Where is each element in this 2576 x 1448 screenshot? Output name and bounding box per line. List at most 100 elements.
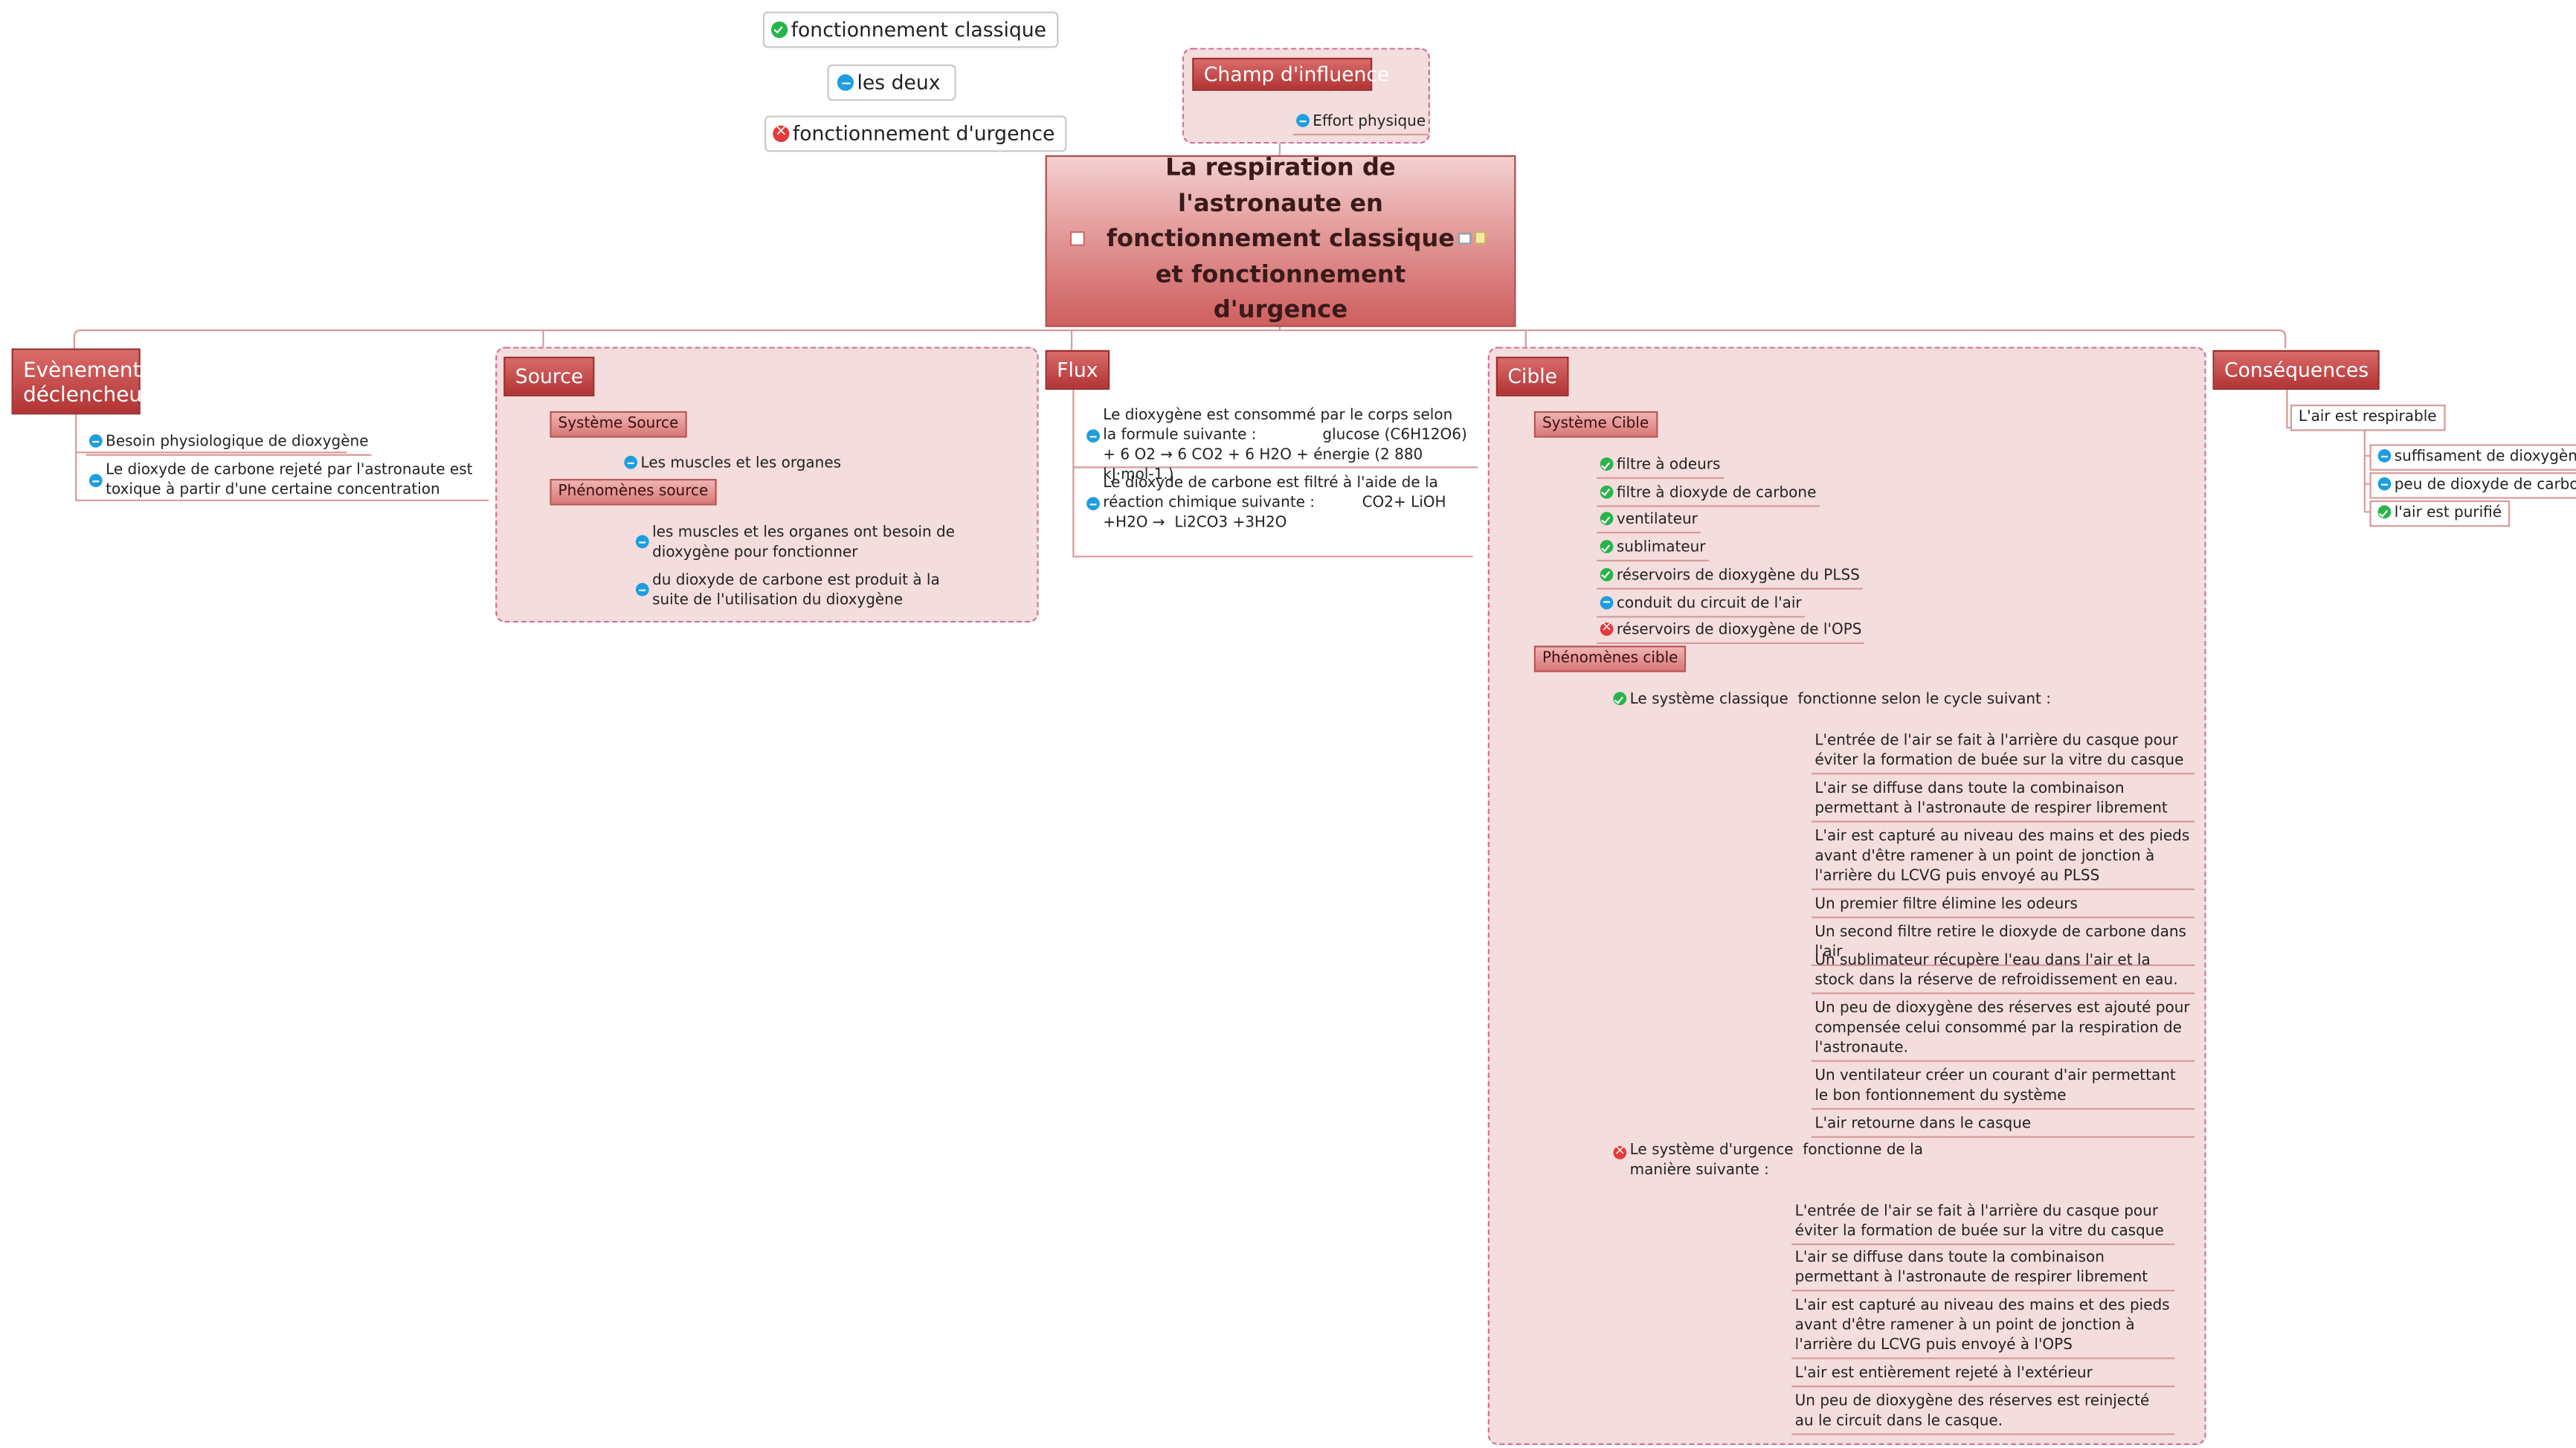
cible-systeme-item[interactable]: ventilateur xyxy=(1597,511,1701,535)
check-icon xyxy=(1613,692,1627,706)
leaf-text: Un peu de dioxygène des réserves est rei… xyxy=(1794,1394,2150,1430)
cible-systeme-item[interactable]: réservoirs de dioxygène de l'OPS xyxy=(1597,618,1865,645)
check-icon xyxy=(1600,567,1614,582)
evenement-item[interactable]: Besoin physiologique de dioxygène xyxy=(86,433,372,456)
minus-icon xyxy=(635,535,649,549)
urgence-step[interactable]: L'air est entièrement rejeté à l'extérie… xyxy=(1791,1364,2175,1388)
minus-icon xyxy=(1086,497,1100,511)
leaf-text: Un peu de dioxygène des réserves est ajo… xyxy=(1815,1000,2190,1058)
flux-item[interactable]: Le dioxygène est consommé par le corps s… xyxy=(1083,406,1473,487)
attachment-icon xyxy=(1474,231,1487,245)
urgence-step[interactable]: Un peu de dioxygène des réserves est rei… xyxy=(1791,1392,2175,1435)
note-icon xyxy=(1458,233,1472,245)
leaf-text: filtre à dioxyde de carbone xyxy=(1616,485,1817,502)
cross-icon xyxy=(1613,1141,1627,1161)
phenomenes-cible[interactable]: Phénomènes cible xyxy=(1533,646,1687,672)
leaf-text: L'air se diffuse dans toute la combinais… xyxy=(1815,781,2168,818)
leaf-text: L'air est entièrement rejeté à l'extérie… xyxy=(1794,1365,2093,1383)
leaf-text: L'air retourne dans le casque xyxy=(1815,1116,2032,1133)
classique-step[interactable]: Un peu de dioxygène des réserves est ajo… xyxy=(1811,999,2195,1062)
leaf-text: Un sublimateur récupère l'eau dans l'air… xyxy=(1815,953,2178,990)
champ-item[interactable]: Effort physique xyxy=(1292,112,1429,136)
leaf-text: Le dioxyde de carbone est filtré à l'aid… xyxy=(1103,475,1451,532)
source-title: Source xyxy=(515,364,584,388)
leaf-text: Le dioxyde de carbone rejeté par l'astro… xyxy=(106,462,473,499)
check-icon xyxy=(1600,540,1614,554)
consequences-header[interactable]: Conséquences xyxy=(2212,350,2380,390)
minus-icon xyxy=(837,74,854,91)
legend-les-deux: les deux xyxy=(827,64,956,101)
urgence-step[interactable]: L'entrée de l'air se fait à l'arrière du… xyxy=(1791,1203,2175,1246)
leaf-text: L'entrée de l'air se fait à l'arrière du… xyxy=(1815,733,2184,770)
classique-step[interactable]: L'air se diffuse dans toute la combinais… xyxy=(1811,779,2195,823)
calendar-icon xyxy=(1069,231,1085,246)
legend-label: fonctionnement classique xyxy=(790,18,1047,42)
cible-title: Cible xyxy=(1507,364,1558,388)
classique-step[interactable]: Un ventilateur créer un courant d'air pe… xyxy=(1811,1066,2195,1110)
legend-classique: fonctionnement classique xyxy=(762,11,1058,48)
flux-header[interactable]: Flux xyxy=(1045,350,1110,390)
urgence-step[interactable]: L'air est capturé au niveau des mains et… xyxy=(1791,1296,2175,1359)
cible-systeme-item[interactable]: conduit du circuit de l'air xyxy=(1597,593,1806,617)
leaf-text: réservoirs de dioxygène du PLSS xyxy=(1616,567,1860,585)
leaf-text: Un second filtre retire le dioxyde de ca… xyxy=(1815,924,2186,962)
leaf-text: conduit du circuit de l'air xyxy=(1616,595,1802,612)
consequence-item[interactable]: l'air est purifié xyxy=(2369,500,2511,527)
cible-header[interactable]: Cible xyxy=(1495,356,1569,396)
cible-systeme-item[interactable]: sublimateur xyxy=(1597,538,1709,562)
leaf-text: sublimateur xyxy=(1616,540,1706,557)
sub-title: Phénomènes cible xyxy=(1542,650,1678,668)
leaf-text: L'air est capturé au niveau des mains et… xyxy=(1794,1298,2170,1354)
leaf-text: les muscles et les organes ont besoin de… xyxy=(652,525,955,561)
classique-step[interactable]: L'air retourne dans le casque xyxy=(1811,1115,2195,1138)
leaf-text: Le système d'urgence fonctionne de la ma… xyxy=(1629,1142,1928,1180)
classique-step[interactable]: L'air est capturé au niveau des mains et… xyxy=(1811,827,2195,890)
minus-icon xyxy=(1296,114,1310,127)
evenement-header[interactable]: Evènement déclencheur xyxy=(11,348,150,415)
minus-icon xyxy=(2377,448,2392,463)
classique-step[interactable]: L'entrée de l'air se fait à l'arrière du… xyxy=(1811,732,2195,775)
leaf-text: L'air est capturé au niveau des mains et… xyxy=(1815,828,2190,886)
central-topic[interactable]: La respiration de l'astronaute en foncti… xyxy=(1045,155,1516,327)
sub-title: Phénomènes source xyxy=(558,483,709,501)
systeme-cible[interactable]: Système Cible xyxy=(1533,411,1658,438)
urgence-step[interactable]: L'air se diffuse dans toute la combinais… xyxy=(1791,1249,2175,1292)
cible-systeme-item[interactable]: réservoirs de dioxygène du PLSS xyxy=(1597,566,1864,590)
source-phenomene-item[interactable]: les muscles et les organes ont besoin de… xyxy=(632,524,1028,565)
evenement-item[interactable]: Le dioxyde de carbone rejeté par l'astro… xyxy=(86,461,489,503)
champ-header[interactable]: Champ d'influence xyxy=(1192,57,1389,91)
minus-icon xyxy=(88,474,103,488)
central-title: La respiration de l'astronaute en foncti… xyxy=(1106,155,1455,324)
flux-item[interactable]: Le dioxyde de carbone est filtré à l'aid… xyxy=(1083,474,1473,535)
cible-group xyxy=(1487,347,2206,1445)
leaf-text: Besoin physiologique de dioxygène xyxy=(106,434,369,451)
source-systeme-item[interactable]: Les muscles et les organes xyxy=(621,454,845,476)
check-icon xyxy=(1600,485,1614,498)
urgence-node[interactable]: Le système d'urgence fonctionne de la ma… xyxy=(1610,1141,1947,1182)
cible-systeme-item[interactable]: filtre à dioxyde de carbone xyxy=(1597,483,1820,506)
systeme-source[interactable]: Système Source xyxy=(550,411,687,438)
consequence-item[interactable]: peu de dioxyde de carbone xyxy=(2369,472,2576,499)
source-header[interactable]: Source xyxy=(503,356,595,396)
classique-step[interactable]: Un sublimateur récupère l'eau dans l'air… xyxy=(1811,951,2195,994)
check-icon xyxy=(770,21,788,39)
leaf-text: du dioxyde de carbone est produit à la s… xyxy=(652,573,940,610)
consequence-item[interactable]: suffisament de dioxygène xyxy=(2369,444,2576,471)
flux-title: Flux xyxy=(1057,358,1098,382)
leaf-text: ventilateur xyxy=(1616,512,1698,530)
cible-systeme-item[interactable]: filtre à odeurs xyxy=(1597,456,1724,479)
classique-node[interactable]: Le système classique fonctionne selon le… xyxy=(1610,690,2054,712)
leaf-text: réservoirs de dioxygène de l'OPS xyxy=(1616,622,1862,640)
leaf-text: Le système classique fonctionne selon le… xyxy=(1629,692,2051,709)
classique-step[interactable]: Un second filtre retire le dioxyde de ca… xyxy=(1811,923,2195,966)
phenomenes-source[interactable]: Phénomènes source xyxy=(550,478,717,506)
source-phenomene-item[interactable]: du dioxyde de carbone est produit à la s… xyxy=(632,571,977,613)
consequence-main[interactable]: L'air est respirable xyxy=(2290,405,2445,431)
minus-icon xyxy=(1086,429,1100,443)
classique-step[interactable]: Un premier filtre élimine les odeurs xyxy=(1811,895,2195,918)
legend-urgence: fonctionnement d'urgence xyxy=(764,115,1066,152)
sub-title: Système Source xyxy=(558,416,679,433)
minus-icon xyxy=(624,455,638,469)
check-icon xyxy=(2377,505,2392,519)
consequences-title: Conséquences xyxy=(2224,358,2369,382)
